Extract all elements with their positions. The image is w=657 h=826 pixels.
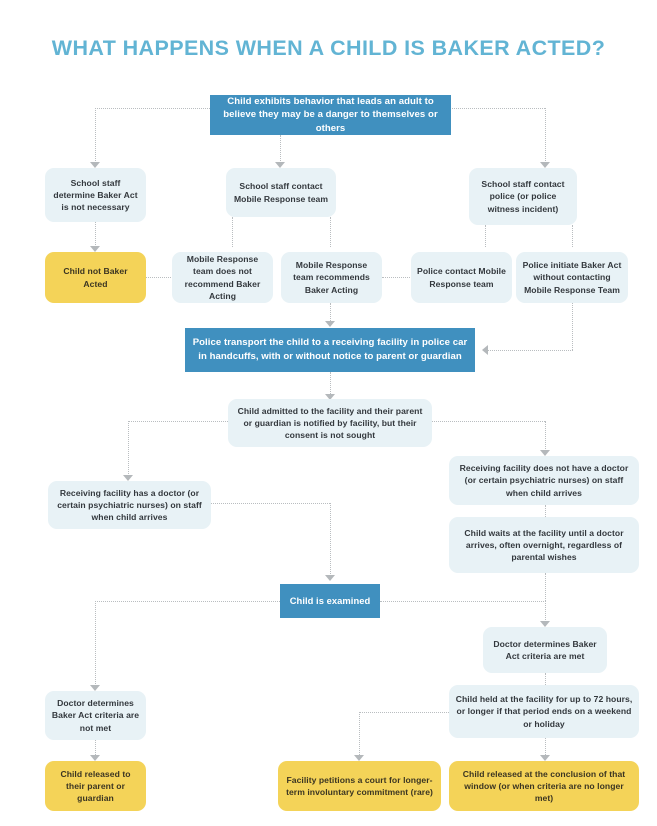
node-school-contact-mrt[interactable]: School staff contact Mobile Response tea… — [226, 168, 336, 217]
page-title: WHAT HAPPENS WHEN A CHILD IS BAKER ACTED… — [51, 36, 606, 60]
connector-start-center-down — [280, 135, 281, 163]
connector-has-doctor-down — [330, 503, 331, 576]
node-child-admitted[interactable]: Child admitted to the facility and their… — [228, 399, 432, 447]
arrow-to-not-baker-acted — [90, 246, 100, 252]
connector-school-mrt-left-down — [232, 217, 233, 247]
arrow-to-criteria-not-met — [90, 685, 100, 691]
node-child-is-examined[interactable]: Child is examined — [280, 584, 380, 618]
arrow-left-to-transport — [482, 345, 488, 355]
connector-police-initiate-down — [572, 303, 573, 350]
node-child-released-conclusion[interactable]: Child released at the conclusion of that… — [449, 761, 639, 811]
node-criteria-not-met[interactable]: Doctor determines Baker Act criteria are… — [45, 691, 146, 740]
node-mrt-recommends[interactable]: Mobile Response team recommends Baker Ac… — [281, 252, 382, 303]
connector-admitted-left-down — [128, 421, 129, 476]
connector-school-mrt-right-down — [330, 217, 331, 247]
connector-criteria-met-to-held — [545, 673, 546, 685]
connector-examined-right-down — [545, 601, 546, 622]
connector-police-contact-to-mrt-rec — [382, 277, 412, 278]
node-facility-petitions-court[interactable]: Facility petitions a court for longer-te… — [278, 761, 441, 811]
arrow-to-school-police — [540, 162, 550, 168]
connector-admitted-right — [432, 421, 545, 422]
arrow-to-petition-court — [354, 755, 364, 761]
connector-held-to-released-down — [545, 738, 546, 757]
connector-start-left — [95, 108, 210, 109]
connector-criteria-not-met-down — [95, 740, 96, 757]
node-police-contact-mrt[interactable]: Police contact Mobile Response team — [411, 252, 512, 303]
arrow-to-examined — [325, 575, 335, 581]
node-child-not-baker-acted[interactable]: Child not Baker Acted — [45, 252, 146, 303]
connector-waits-to-examined-bar — [380, 601, 546, 602]
connector-school-police-right-down — [572, 225, 573, 247]
connector-transport-down — [330, 372, 331, 396]
arrow-to-facility-no-doctor — [540, 450, 550, 456]
connector-examined-left — [95, 601, 280, 602]
arrow-to-released-parent — [90, 755, 100, 761]
node-child-held-72-hours[interactable]: Child held at the facility for up to 72 … — [449, 685, 639, 738]
node-mrt-does-not-recommend[interactable]: Mobile Response team does not recommend … — [172, 252, 273, 303]
arrow-to-transport — [325, 321, 335, 327]
node-criteria-met[interactable]: Doctor determines Baker Act criteria are… — [483, 627, 607, 673]
connector-mrt-rec-down — [330, 303, 331, 323]
connector-waits-down — [545, 573, 546, 601]
node-child-released-to-parent[interactable]: Child released to their parent or guardi… — [45, 761, 146, 811]
node-facility-has-doctor[interactable]: Receiving facility has a doctor (or cert… — [48, 481, 211, 529]
connector-has-doctor-right — [210, 503, 330, 504]
connector-petition-down — [359, 712, 360, 757]
arrow-to-facility-has-doctor — [123, 475, 133, 481]
node-school-no-baker-act[interactable]: School staff determine Baker Act is not … — [45, 168, 146, 222]
node-police-initiate-baker-act[interactable]: Police initiate Baker Act without contac… — [516, 252, 628, 303]
connector-admitted-left — [128, 421, 228, 422]
node-school-contact-police[interactable]: School staff contact police (or police w… — [469, 168, 577, 225]
arrow-to-criteria-met — [540, 621, 550, 627]
node-child-waits[interactable]: Child waits at the facility until a doct… — [449, 517, 639, 573]
connector-examined-left-down — [95, 601, 96, 686]
connector-mrt-no-rec-to-not-baker — [145, 277, 173, 278]
connector-start-right — [450, 108, 545, 109]
connector-left-branch-down — [95, 108, 96, 163]
connector-school-police-left-down — [485, 225, 486, 247]
arrow-to-released-conclusion — [540, 755, 550, 761]
connector-school-no-baker-down — [95, 222, 96, 247]
connector-held-to-petition-bar — [359, 712, 449, 713]
arrow-to-admitted — [325, 394, 335, 400]
arrow-to-school-mrt — [275, 162, 285, 168]
arrow-to-school-no-baker — [90, 162, 100, 168]
connector-right-branch-down — [545, 108, 546, 163]
node-police-transport[interactable]: Police transport the child to a receivin… — [185, 328, 475, 372]
connector-police-initiate-to-transport — [488, 350, 573, 351]
connector-no-doctor-to-waits — [545, 505, 546, 517]
node-facility-no-doctor[interactable]: Receiving facility does not have a docto… — [449, 456, 639, 505]
node-start[interactable]: Child exhibits behavior that leads an ad… — [210, 95, 451, 135]
connector-admitted-right-down — [545, 421, 546, 451]
